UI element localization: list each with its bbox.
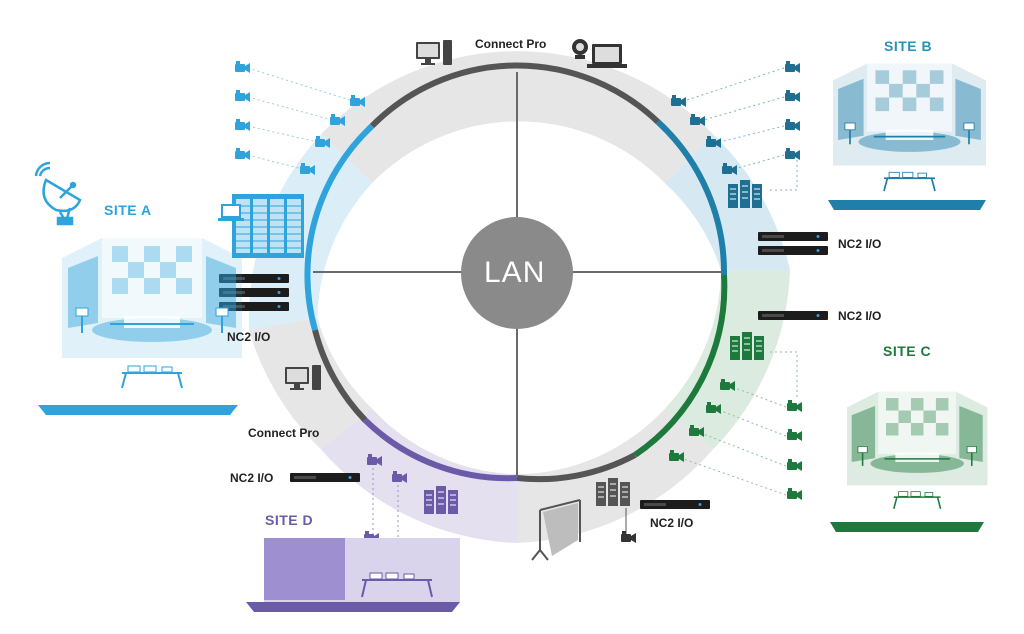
- camera-icon: [785, 61, 800, 73]
- site-d-links: [372, 468, 399, 550]
- camera-icon: [785, 119, 800, 131]
- nc2-io-label: NC2 I/O: [230, 471, 274, 485]
- camera-icon: [787, 400, 802, 412]
- lan-hub: [461, 217, 573, 329]
- connect-pro-label: Connect Pro: [475, 37, 547, 51]
- desktop-computer-icon: [416, 40, 452, 65]
- site-c-links: [677, 351, 798, 496]
- nc2-io-unit-icon: [640, 500, 710, 509]
- camera-icon: [787, 429, 802, 441]
- server-rack-icon: [595, 477, 631, 507]
- camera-icon: [690, 114, 705, 126]
- camera-icon: [350, 95, 365, 107]
- lan-label: LAN: [484, 256, 546, 289]
- nc2-io-unit-icon: [290, 473, 360, 482]
- camera-icon: [671, 95, 686, 107]
- ring-arc-bottom: [516, 452, 637, 483]
- server-rack-icon: [727, 179, 763, 209]
- band-connect-pro-left: [249, 318, 372, 450]
- site-d-studio: [246, 538, 460, 612]
- server-rack-icon: [729, 331, 765, 361]
- laptop-icon: [587, 44, 627, 68]
- ring-arc-site-c: [633, 274, 728, 458]
- camera-icon: [235, 119, 250, 131]
- camera-icon: [787, 488, 802, 500]
- site-a-label: SITE A: [104, 202, 152, 218]
- laptop-icon: [218, 204, 244, 221]
- green-screen-backdrop-icon: [531, 499, 581, 561]
- satellite-dish-icon: [34, 161, 82, 226]
- site-a-studio: [38, 237, 243, 415]
- camera-icon: [235, 148, 250, 160]
- camera-icon: [621, 531, 636, 543]
- ring-arc-left: [312, 329, 368, 423]
- site-d-label: SITE D: [265, 512, 314, 528]
- nc2-io-label: NC2 I/O: [838, 237, 882, 251]
- site-b-links: [680, 67, 798, 191]
- ring-arc-top: [369, 62, 661, 129]
- camera-icon: [785, 90, 800, 102]
- ring: [304, 62, 728, 483]
- camera-icon: [785, 148, 800, 160]
- ring-arc-site-d: [362, 417, 518, 482]
- band-site-d: [321, 408, 517, 543]
- site-b-studio: [828, 62, 987, 210]
- camera-icon: [787, 459, 802, 471]
- nc2-io-label: NC2 I/O: [227, 330, 271, 344]
- band-site-c: [665, 270, 790, 450]
- ring-arc-site-a: [304, 123, 375, 331]
- camera-icon: [235, 61, 250, 73]
- nc2-io-unit-icon: [758, 311, 828, 320]
- connect-pro-label: Connect Pro: [248, 426, 320, 440]
- site-c-studio: [830, 391, 989, 532]
- server-rack-icon: [232, 194, 304, 258]
- nc2-io-label: NC2 I/O: [650, 516, 694, 530]
- server-rack-icon: [423, 485, 459, 515]
- site-a-links: [247, 67, 357, 171]
- site-b-label: SITE B: [884, 38, 933, 54]
- nc2-io-label: NC2 I/O: [838, 309, 882, 323]
- webcam-icon: [572, 39, 588, 59]
- ring-arc-site-b: [655, 119, 728, 276]
- camera-icon: [235, 90, 250, 102]
- site-c-label: SITE C: [883, 343, 932, 359]
